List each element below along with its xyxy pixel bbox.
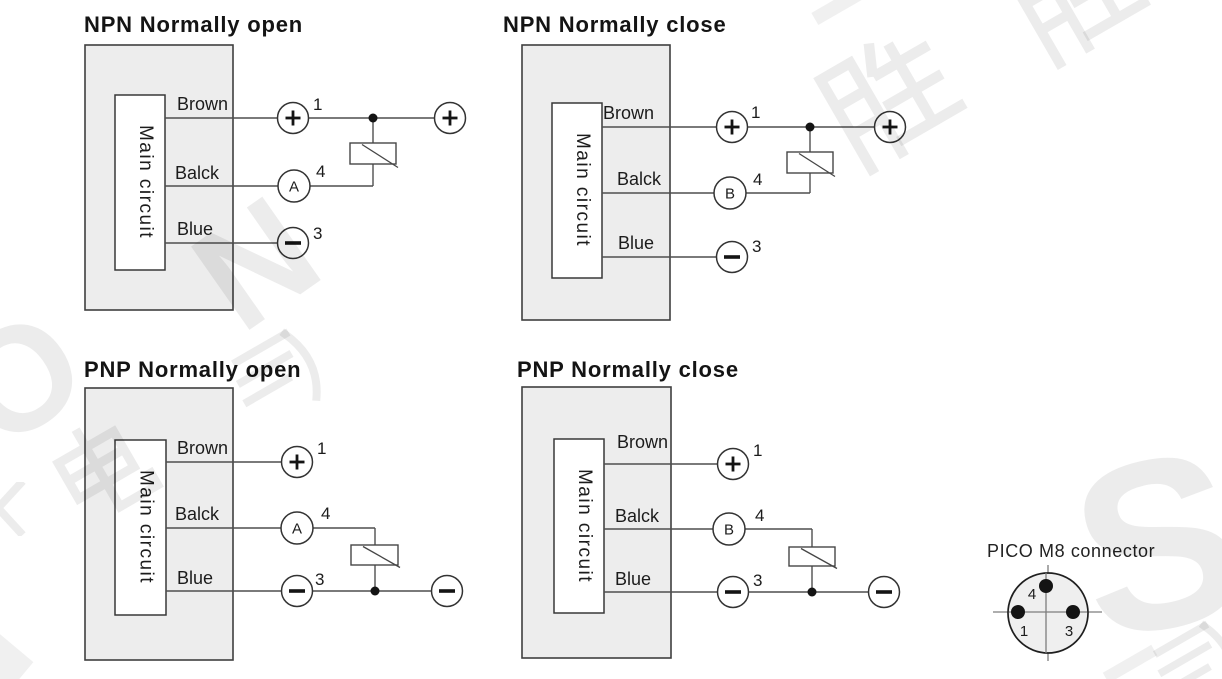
pin-number-4: 4 <box>316 162 325 181</box>
connector-pin-dot-4 <box>1039 579 1053 593</box>
junction-dot <box>807 587 817 597</box>
wire-label-brown: Brown <box>617 432 668 452</box>
plus-icon <box>725 456 741 472</box>
wire-label-black: Balck <box>175 163 220 183</box>
main-circuit-label: Main circuit <box>572 133 593 247</box>
output-terminal: B <box>712 512 746 546</box>
output-terminal: A <box>277 169 311 203</box>
wire-label-brown: Brown <box>177 94 228 114</box>
connector-pin-dot-3 <box>1066 605 1080 619</box>
connector-pin-label-4: 4 <box>1028 586 1036 603</box>
watermark-glyph-partial-top <box>989 0 1161 85</box>
minus-terminal <box>280 574 314 608</box>
pin-number-1: 1 <box>313 95 322 114</box>
junction-dot <box>368 113 378 123</box>
output-terminal-letter: A <box>289 179 299 196</box>
wire-label-black: Balck <box>175 504 220 524</box>
wire-label-blue: Blue <box>177 219 213 239</box>
relay-diagonal <box>798 152 836 178</box>
pin-number-3: 3 <box>315 570 324 589</box>
output-terminal: A <box>280 511 314 545</box>
main-circuit-box <box>114 439 167 616</box>
diagram-title: PNP Normally open <box>84 357 301 382</box>
minus-terminal <box>276 226 310 260</box>
wire-label-brown: Brown <box>177 438 228 458</box>
output-terminal-circle <box>713 176 747 210</box>
diagram-npn-normally-open: NPN Normally open Main circuit 1 <box>84 12 467 311</box>
wire-label-black: Balck <box>617 169 662 189</box>
watermark-corner-wedge <box>0 632 34 679</box>
main-circuit-box <box>551 102 603 279</box>
plus-terminal <box>280 445 314 479</box>
diagram-title: PNP Normally close <box>517 357 739 382</box>
plus-icon <box>289 454 305 470</box>
output-terminal-letter: A <box>292 521 302 538</box>
connector-pin-label-1: 1 <box>1020 623 1028 640</box>
diagram-title: NPN Normally close <box>503 12 726 37</box>
output-terminal-circle <box>280 511 314 545</box>
main-circuit-box <box>553 438 605 614</box>
pin-number-1: 1 <box>751 103 760 122</box>
plus-icon <box>724 119 740 135</box>
output-terminal-letter: B <box>725 186 735 203</box>
minus-terminal <box>716 575 750 609</box>
wire-label-blue: Blue <box>615 569 651 589</box>
output-terminal-circle <box>712 512 746 546</box>
external-plus-terminal <box>873 110 907 144</box>
connector-pin-dot-1 <box>1011 605 1025 619</box>
main-circuit-label: Main circuit <box>574 469 595 583</box>
external-minus-terminal <box>867 575 901 609</box>
diagram-pnp-normally-open: PNP Normally open Main circuit 1 A 4 <box>84 357 464 661</box>
junction-dot <box>805 122 815 132</box>
output-terminal-letter: B <box>724 522 734 539</box>
pin-number-1: 1 <box>753 441 762 460</box>
external-minus-terminal <box>430 574 464 608</box>
watermark-chevron-fragment <box>0 482 28 536</box>
output-terminal: B <box>713 176 747 210</box>
plus-icon <box>442 110 458 126</box>
pin-number-4: 4 <box>321 504 330 523</box>
minus-terminal <box>715 240 749 274</box>
plus-terminal <box>276 101 310 135</box>
main-circuit-label: Main circuit <box>136 470 157 584</box>
relay-diagonal <box>362 545 401 569</box>
main-circuit-label: Main circuit <box>135 125 156 239</box>
output-terminal-circle <box>277 169 311 203</box>
wire-label-blue: Blue <box>618 233 654 253</box>
relay-diagonal <box>800 547 838 570</box>
pin-number-1: 1 <box>317 439 326 458</box>
pin-number-4: 4 <box>753 170 762 189</box>
diagram-pnp-normally-close: PNP Normally close Main circuit 1 B 4 <box>517 357 901 659</box>
relay-load-symbol <box>786 151 834 174</box>
connector-pin-label-3: 3 <box>1065 623 1073 640</box>
relay-diagonal <box>361 143 399 169</box>
plus-icon <box>285 110 301 126</box>
wire-label-blue: Blue <box>177 568 213 588</box>
connector-title: PICO M8 connector <box>987 541 1155 561</box>
pin-number-3: 3 <box>313 224 322 243</box>
wire-label-black: Balck <box>615 506 660 526</box>
connector-diagram: PICO M8 connector 4 1 3 <box>987 541 1155 661</box>
pin-number-3: 3 <box>753 571 762 590</box>
plus-terminal <box>716 447 750 481</box>
pin-number-4: 4 <box>755 506 764 525</box>
main-circuit-box <box>114 94 166 271</box>
plus-terminal <box>715 110 749 144</box>
external-plus-terminal <box>433 101 467 135</box>
junction-dot <box>370 586 380 596</box>
diagram-title: NPN Normally open <box>84 12 303 37</box>
plus-icon <box>882 119 898 135</box>
pin-number-3: 3 <box>752 237 761 256</box>
connector-body <box>1007 572 1089 654</box>
wire-label-brown: Brown <box>603 103 654 123</box>
diagram-npn-normally-close: NPN Normally close Main circuit 1 <box>503 12 907 321</box>
relay-load-symbol <box>349 142 397 165</box>
